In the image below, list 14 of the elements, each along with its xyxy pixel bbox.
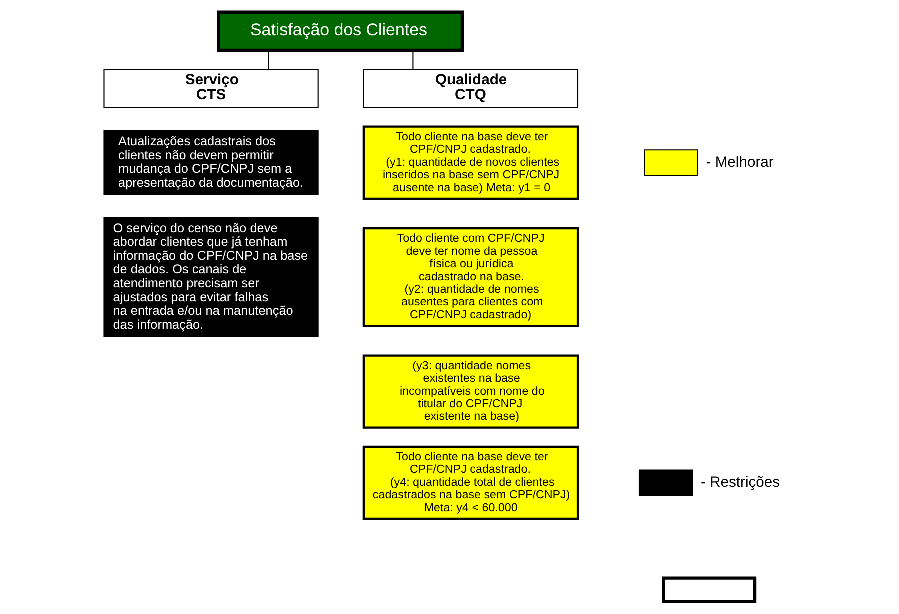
node-box: O serviço do censo não deve abordar clientes que já tenham informação do CPF/CNPJ na base de dados. Os canais de atendimento precisam ser ajustados para evitar falhas na entrada e/ou na manutenção das informação. bbox=[104, 217, 319, 338]
node-box: Satisfação dos Clientes bbox=[217, 10, 464, 52]
node-box: Serviço CTS bbox=[104, 69, 319, 108]
node-box: Todo cliente na base deve ter CPF/CNPJ cadastrado. (y4: quantidade total de clientes cadastrados na base sem CPF/CNPJ) Meta: y4 < 60.000 bbox=[362, 446, 580, 520]
node-box: Todo cliente na base deve ter CPF/CNPJ cadastrado. (y1: quantidade de novos clientes inseridos na base sem CPF/CNPJ ausente na base) Meta: y1 = 0 bbox=[362, 126, 580, 200]
legend-label: - Restrições bbox=[700, 474, 780, 491]
node-box: Todo cliente com CPF/CNPJ deve ter nome da pessoa física ou jurídica cadastrado na base. (y2: quantidade de nomes ausentes para clientes com CPF/CNPJ cadastrado) bbox=[362, 228, 580, 328]
connector bbox=[412, 50, 414, 70]
connector bbox=[268, 50, 270, 70]
node-box: Atualizações cadastrais dos clientes não devem permitir mudança do CPF/CNPJ sem a apresentação da documentação. bbox=[104, 130, 319, 196]
node-box: (y3: quantidade nomes existentes na base incompatíveis com nome do titular do CPF/CNPJ existente na base) bbox=[362, 354, 580, 429]
node-box: Qualidade CTQ bbox=[363, 69, 579, 108]
legend-label: - Melhorar bbox=[706, 154, 774, 171]
node-box bbox=[662, 576, 757, 604]
